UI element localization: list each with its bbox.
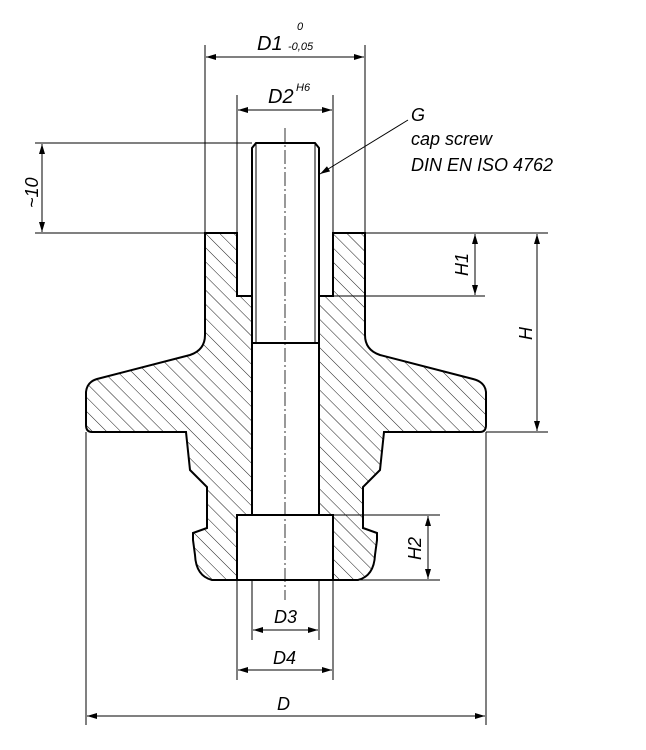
label-h: H (516, 326, 536, 340)
label-h1: H1 (452, 253, 472, 276)
leader-g (319, 119, 409, 175)
label-cap-screw: cap screw (411, 129, 493, 149)
label-d1: D1 (257, 33, 283, 55)
label-d4: D4 (273, 648, 296, 668)
label-d2-tol: H6 (296, 82, 311, 94)
cap-screw (251, 142, 320, 344)
label-d1-tol-lower: -0,05 (288, 41, 314, 53)
label-h2: H2 (405, 537, 425, 560)
label-d1-tol-upper: 0 (297, 21, 304, 33)
label-din: DIN EN ISO 4762 (411, 155, 553, 175)
label-d: D (277, 694, 290, 714)
label-d3: D3 (274, 607, 297, 627)
label-g: G (411, 105, 425, 125)
extension-lines (35, 45, 548, 725)
body-left-section (85, 232, 253, 581)
label-approx10: ~10 (22, 177, 42, 208)
label-d2: D2 (268, 86, 294, 108)
body-right-section (318, 232, 487, 581)
